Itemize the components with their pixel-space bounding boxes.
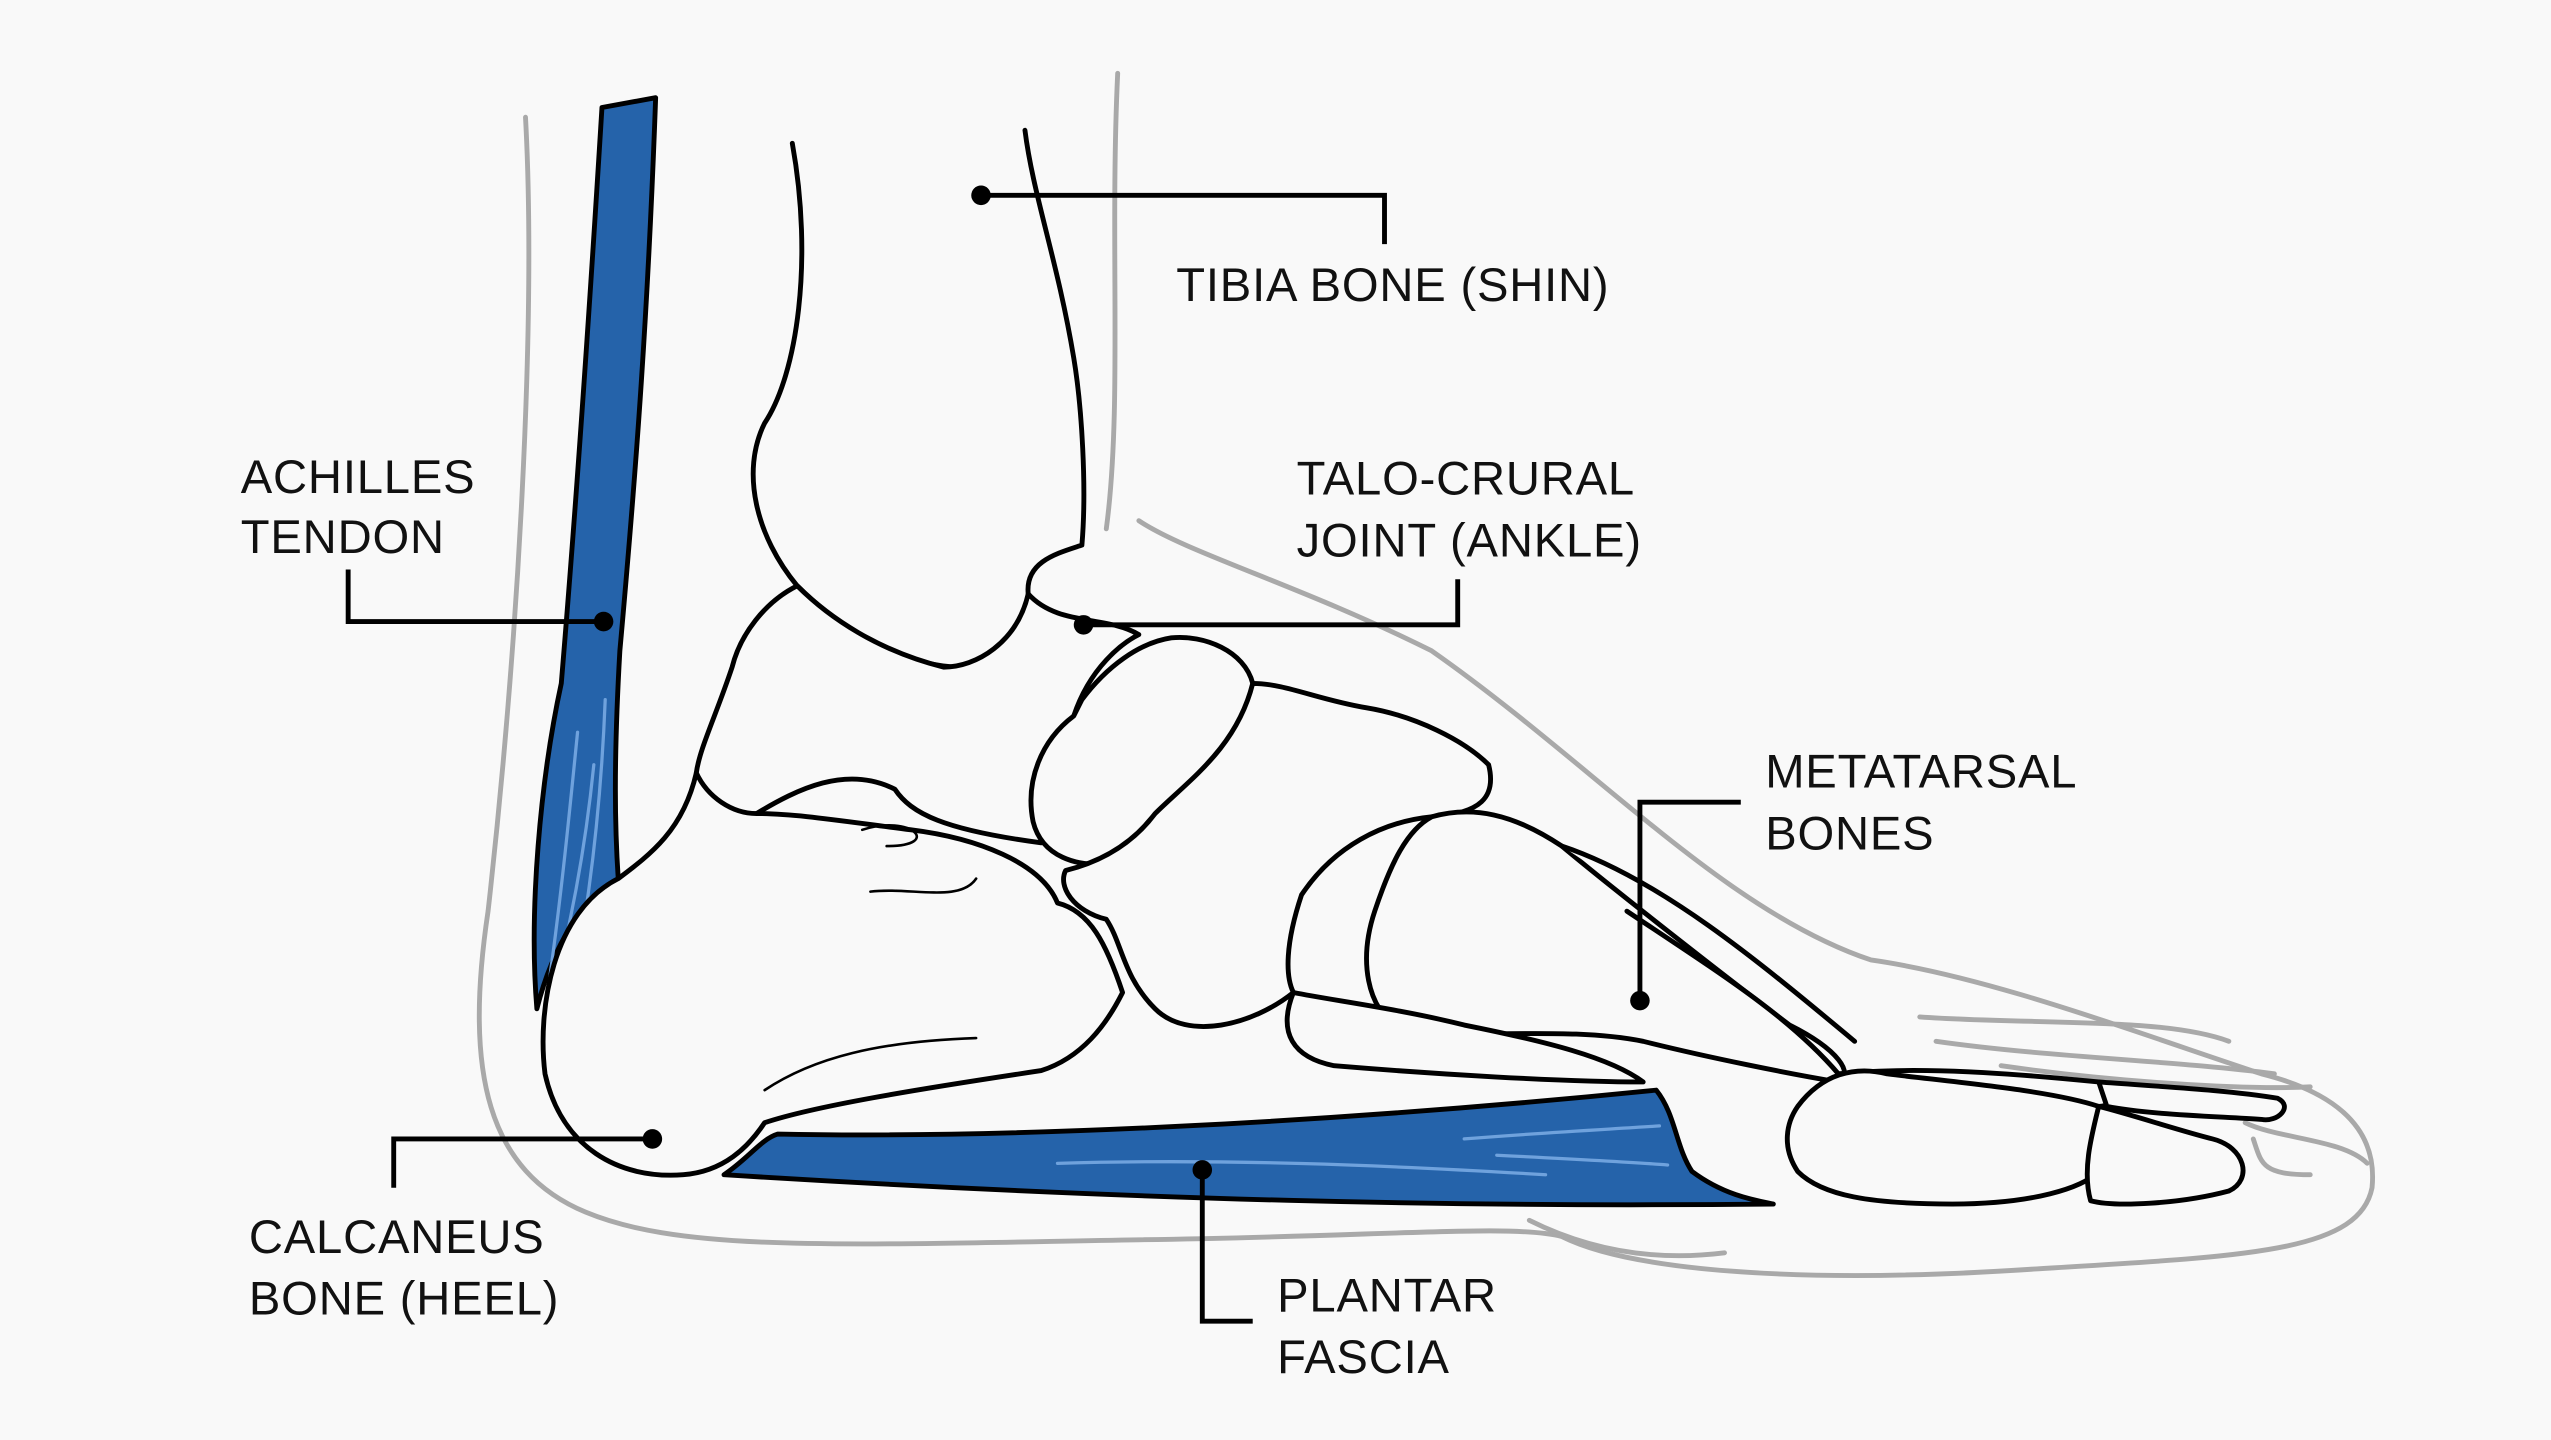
skin-outline — [476, 70, 2375, 1278]
tibia-label: TIBIA BONE (SHIN) — [1176, 258, 1609, 311]
talocrural-label-line1: TALO-CRURAL — [1297, 452, 1635, 505]
achilles-label-line1: ACHILLES — [241, 450, 476, 503]
talocrural-label-line2: JOINT (ANKLE) — [1297, 513, 1642, 566]
plantar-label-line1: PLANTAR — [1277, 1268, 1497, 1321]
metatarsal-label-line1: METATARSAL — [1765, 745, 2077, 798]
plantar-fascia — [721, 1087, 1776, 1208]
metatarsal-label-line2: BONES — [1765, 806, 1934, 859]
plantar-label-line2: FASCIA — [1277, 1330, 1450, 1383]
foot-bones — [540, 127, 2287, 1207]
calcaneus-label-line2: BONE (HEEL) — [249, 1272, 559, 1325]
calcaneus-label-line1: CALCANEUS — [249, 1210, 545, 1263]
talocrural-marker — [1073, 615, 1094, 635]
label-leaders — [345, 185, 1741, 1324]
achilles-label-line2: TENDON — [241, 510, 445, 563]
